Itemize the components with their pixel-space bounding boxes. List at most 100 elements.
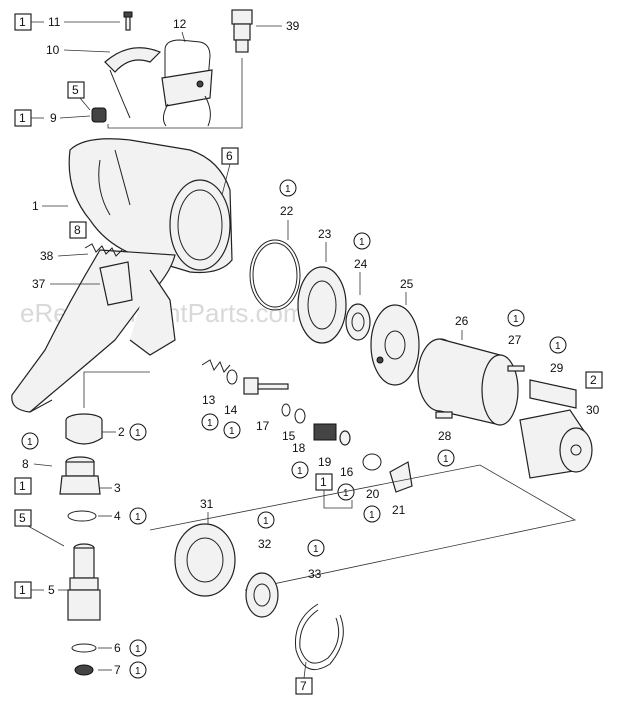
qty-circle-33 (307, 539, 325, 557)
part-12-hanger[interactable] (161, 39, 213, 127)
part-26-cylinder[interactable] (417, 338, 519, 426)
qty-20: 1 (369, 510, 375, 521)
part-30-rotor[interactable] (519, 409, 593, 479)
qty-circle-14 (223, 421, 241, 439)
qty-16: 1 (343, 488, 349, 499)
callout-20: 20 (366, 487, 380, 501)
qty-6: 6 (226, 149, 233, 163)
qty-circle-2 (129, 423, 147, 441)
qty-circle-6 (129, 639, 147, 657)
callout-31: 31 (200, 497, 214, 511)
qty-27: 1 (513, 314, 519, 325)
qty-8: 8 (74, 223, 81, 237)
part-28-pin[interactable] (435, 411, 453, 419)
callout-7: 7 (114, 663, 121, 677)
callout-8: 8 (22, 457, 29, 471)
part-5-anvil[interactable] (67, 543, 101, 621)
callout-32: 32 (258, 537, 272, 551)
part-29-vane[interactable] (529, 379, 577, 409)
callout-38: 38 (40, 249, 54, 263)
part-11-screw[interactable] (123, 11, 133, 31)
qty-33-seven: 7 (300, 679, 307, 693)
qty-circle-7 (129, 661, 147, 679)
part-22-gasket[interactable] (249, 239, 301, 311)
part-10-strap[interactable] (104, 47, 162, 119)
part-17-valve-stem[interactable] (243, 377, 289, 395)
part-37-trigger[interactable] (99, 261, 133, 306)
callout-10: 10 (46, 43, 60, 57)
callout-12: 12 (173, 17, 187, 31)
part-38-spring[interactable] (84, 243, 123, 257)
qty-circle-16 (337, 483, 355, 501)
qty-4: 1 (135, 512, 141, 523)
callout-17: 17 (256, 419, 270, 433)
callout-2: 2 (118, 425, 125, 439)
callout-13: 13 (202, 393, 216, 407)
qty-6-one: 1 (135, 644, 141, 655)
part-31-front-plate[interactable] (174, 523, 236, 597)
callout-15: 15 (282, 429, 296, 443)
qty-circle-27 (507, 309, 525, 327)
qty-5-one: 1 (19, 583, 26, 597)
callout-27: 27 (508, 333, 522, 347)
part-2-bushing[interactable] (65, 413, 103, 445)
part-23-end-plate[interactable] (297, 266, 347, 344)
qty-24: 1 (359, 237, 365, 248)
part-27-pin[interactable] (507, 365, 525, 372)
callout-14: 14 (224, 403, 238, 417)
callout-21: 21 (392, 503, 406, 517)
callout-37: 37 (32, 277, 46, 291)
qty-circle-20 (363, 505, 381, 523)
part-1-housing[interactable] (11, 138, 233, 413)
qty-circle-8 (21, 432, 39, 450)
qty-circle-18 (291, 461, 309, 479)
qty-5-five: 5 (19, 511, 26, 525)
part-9-nut[interactable] (91, 107, 107, 123)
part-3-reverse-valve[interactable] (59, 456, 101, 495)
qty-32: 1 (263, 516, 269, 527)
qty-13: 1 (207, 418, 213, 429)
qty-33: 1 (313, 544, 319, 555)
part-16-seat[interactable] (339, 430, 351, 446)
callout-22: 22 (280, 204, 294, 218)
part-25-rear-plate[interactable] (370, 304, 420, 386)
part-33-snap-ring[interactable] (294, 603, 344, 671)
callout-30: 30 (586, 403, 600, 417)
part-7-ring[interactable] (74, 664, 94, 676)
qty-circle-32 (257, 511, 275, 529)
callout-9: 9 (50, 111, 57, 125)
part-15-o-ring[interactable] (281, 403, 291, 417)
part-20-retaining-ring[interactable] (362, 453, 382, 471)
callout-16: 16 (340, 465, 354, 479)
part-13-spring[interactable] (201, 359, 231, 373)
qty-18: 1 (297, 466, 303, 477)
callout-28: 28 (438, 429, 452, 443)
part-18-o-ring[interactable] (294, 408, 306, 424)
qty-circle-24 (353, 232, 371, 250)
callout-23: 23 (318, 227, 332, 241)
qty-22: 1 (285, 184, 291, 195)
qty-9-one: 1 (19, 111, 26, 125)
qty-circle-22 (279, 179, 297, 197)
qty-circle-13 (201, 413, 219, 431)
part-19-valve[interactable] (313, 423, 337, 441)
part-39-fitting[interactable] (231, 9, 253, 53)
callout-24: 24 (354, 257, 368, 271)
callout-4: 4 (114, 509, 121, 523)
qty-30: 2 (590, 373, 597, 387)
part-6-pin[interactable] (71, 643, 97, 653)
qty-box-9 (67, 81, 85, 99)
callout-19: 19 (318, 455, 332, 469)
qty-2: 1 (135, 428, 141, 439)
qty-circle-29 (549, 336, 567, 354)
qty-9-five: 5 (72, 83, 79, 97)
callout-1: 1 (32, 199, 39, 213)
part-24-bearing[interactable] (345, 303, 371, 341)
part-32-bearing[interactable] (245, 572, 279, 618)
qty-8-one: 1 (27, 437, 33, 448)
part-14-o-ring[interactable] (226, 369, 238, 385)
callout-3: 3 (114, 481, 121, 495)
part-21-pad[interactable] (389, 461, 413, 493)
part-4-o-ring[interactable] (67, 510, 97, 522)
